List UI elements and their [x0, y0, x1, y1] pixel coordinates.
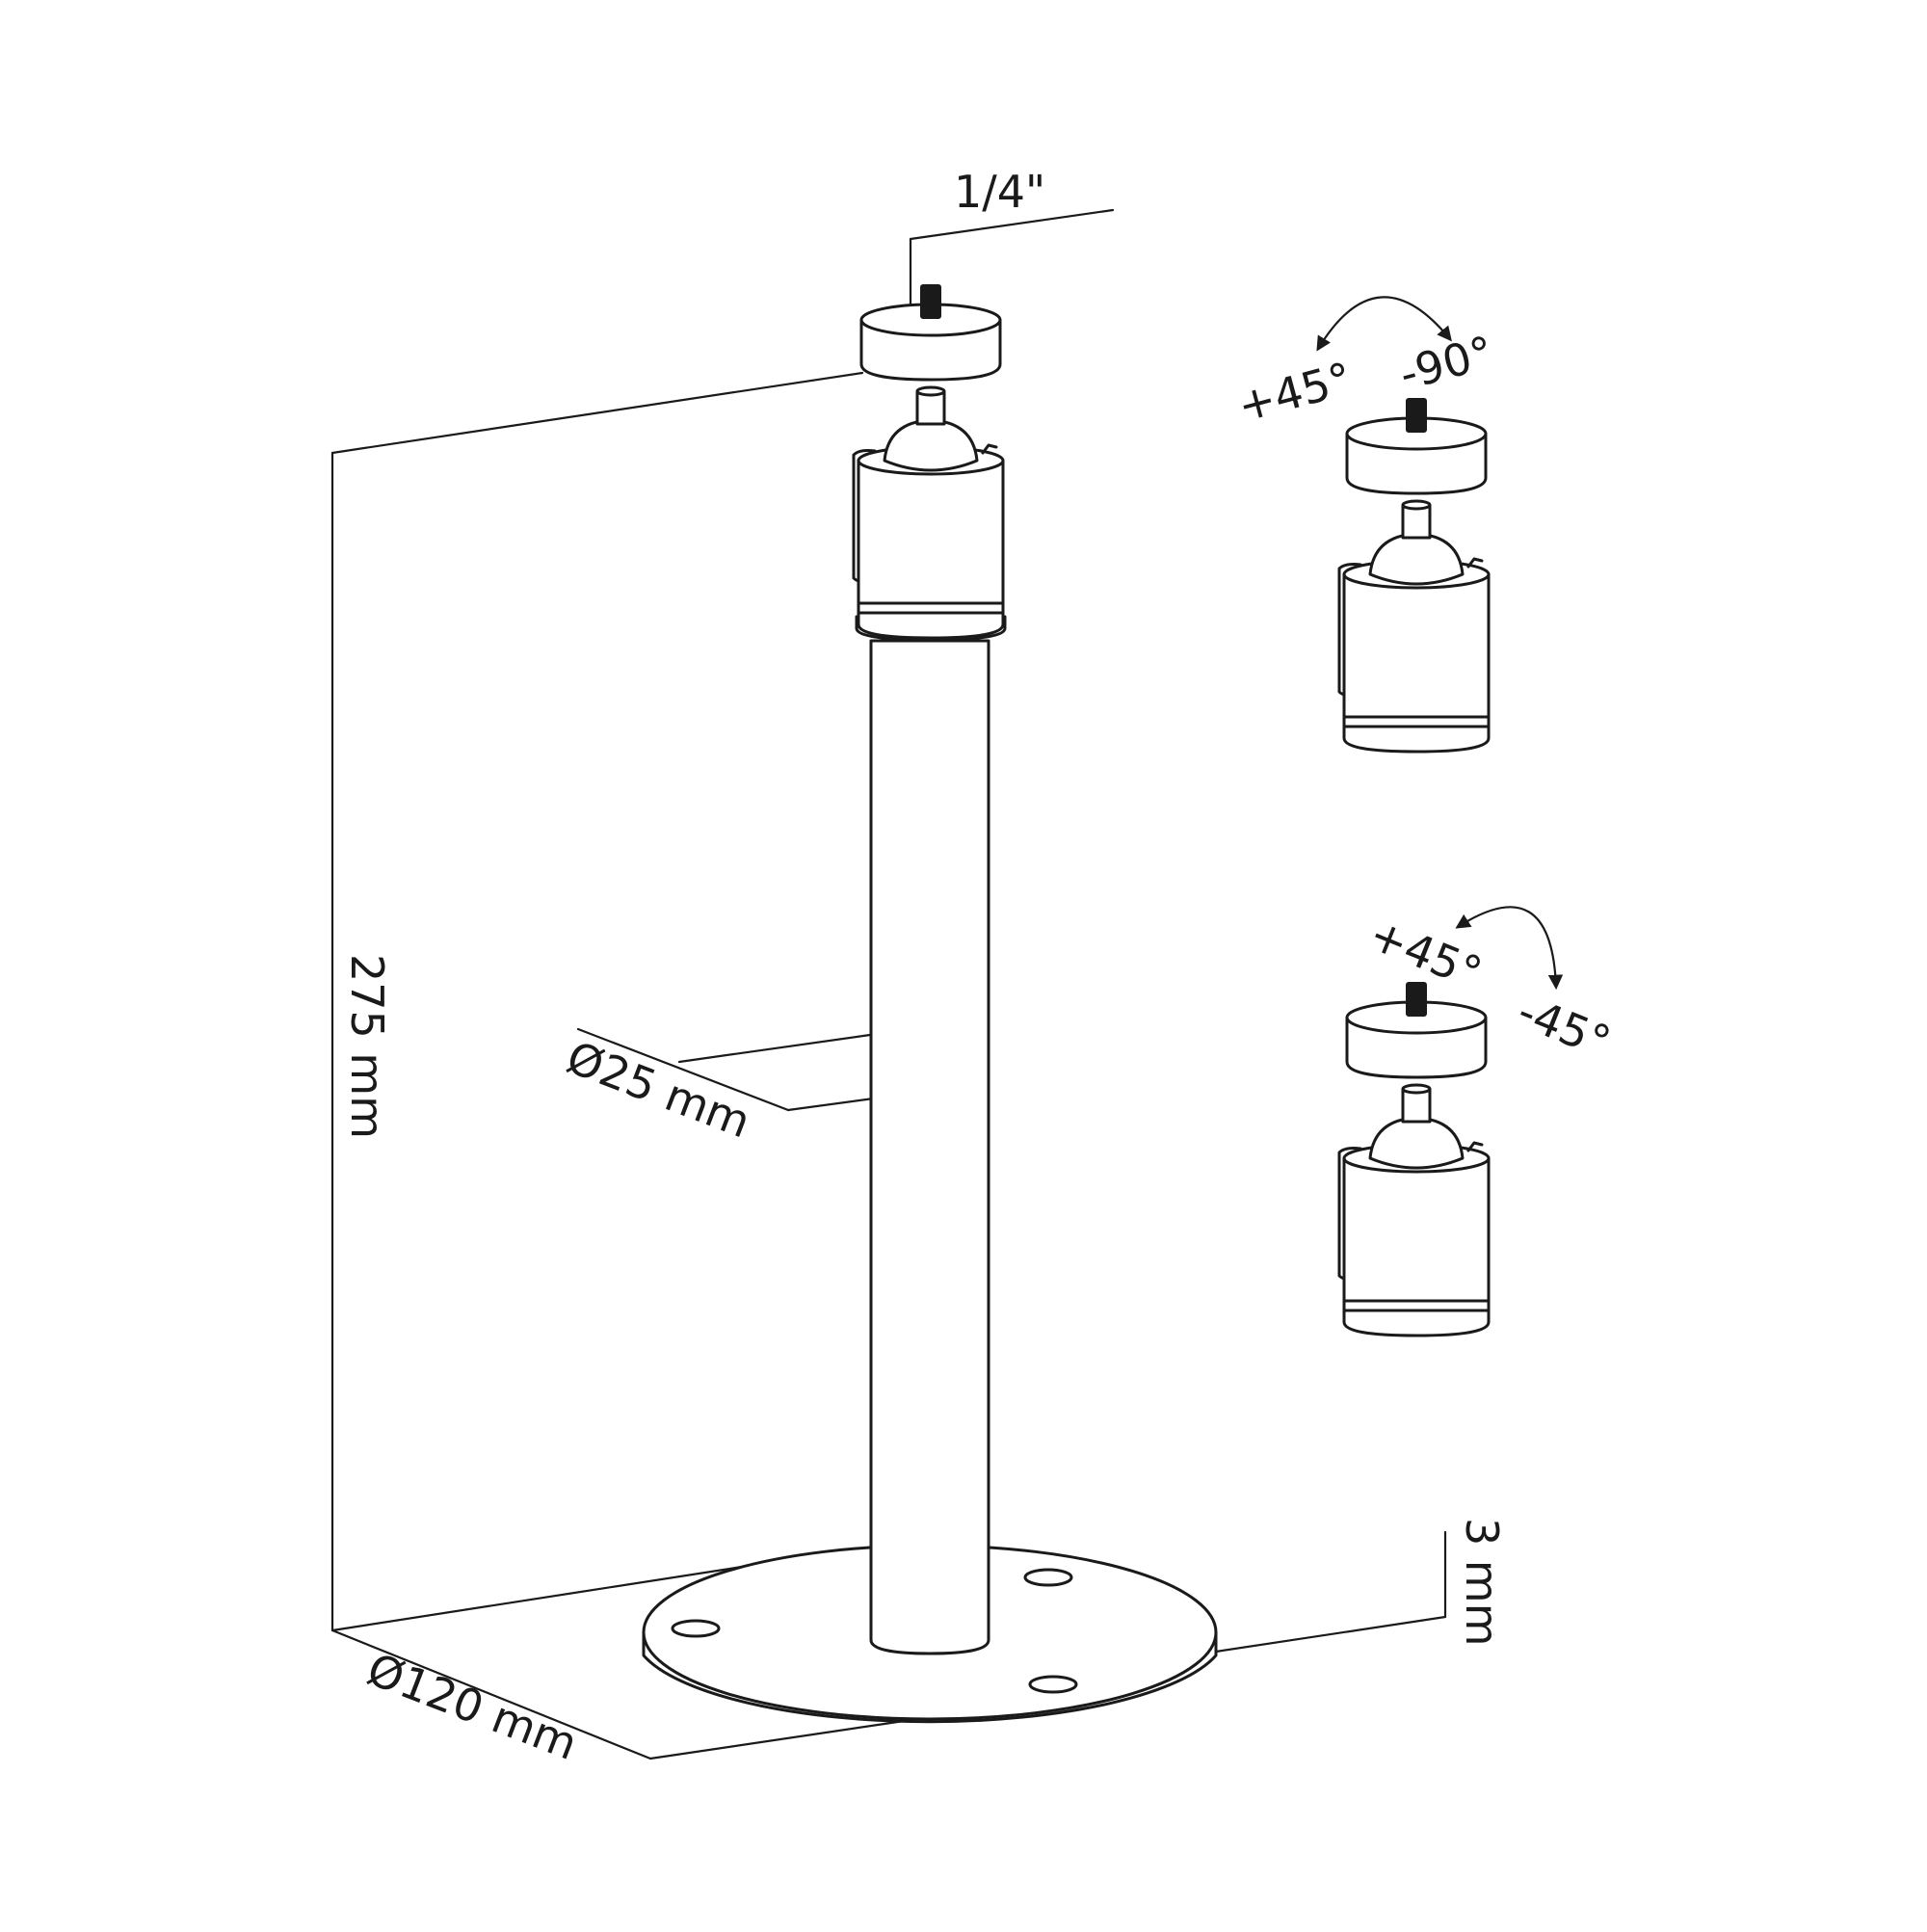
tube-leader-top: [677, 1033, 872, 1064]
height-label: 275 mm: [341, 954, 393, 1139]
tilt-view-1-plus-label: +45°: [1232, 352, 1358, 432]
base-diameter-label: Ø120 mm: [360, 1643, 584, 1770]
mount-hole: [1028, 1675, 1078, 1694]
tube-leader-diagonal: [576, 1027, 790, 1112]
base-thickness-label: 3 mm: [1456, 1518, 1508, 1647]
tilt-view-2-minus-label: -45°: [1511, 985, 1618, 1069]
rotation-arrow: [1455, 906, 1564, 991]
thread-label: 1/4": [954, 166, 1045, 218]
base-front-line: [648, 1718, 912, 1760]
dimension-frame: [330, 208, 1447, 1760]
tilt-view-1: [1316, 296, 1491, 754]
ball-head-view-2: [1337, 981, 1491, 1337]
thread-leader-horizontal: [909, 208, 1115, 241]
tube: [869, 639, 990, 1655]
mount-hole: [671, 1619, 721, 1638]
base-back-line: [330, 1565, 744, 1632]
top-extension-line: [330, 371, 864, 455]
tilt-view-1-minus-label: -90°: [1394, 326, 1499, 401]
tilt-view-2: [1337, 906, 1564, 1337]
tube-diameter-label: Ø25 mm: [560, 1031, 757, 1149]
thickness-extension-line: [1214, 1615, 1447, 1654]
ball-head-view-1: [1337, 397, 1491, 754]
rotation-arrow: [1316, 296, 1452, 352]
main-mount: [642, 283, 1218, 1724]
mount-hole: [1023, 1568, 1073, 1587]
base-depth-line: [330, 1628, 652, 1760]
main-ball-head: [852, 283, 1005, 640]
